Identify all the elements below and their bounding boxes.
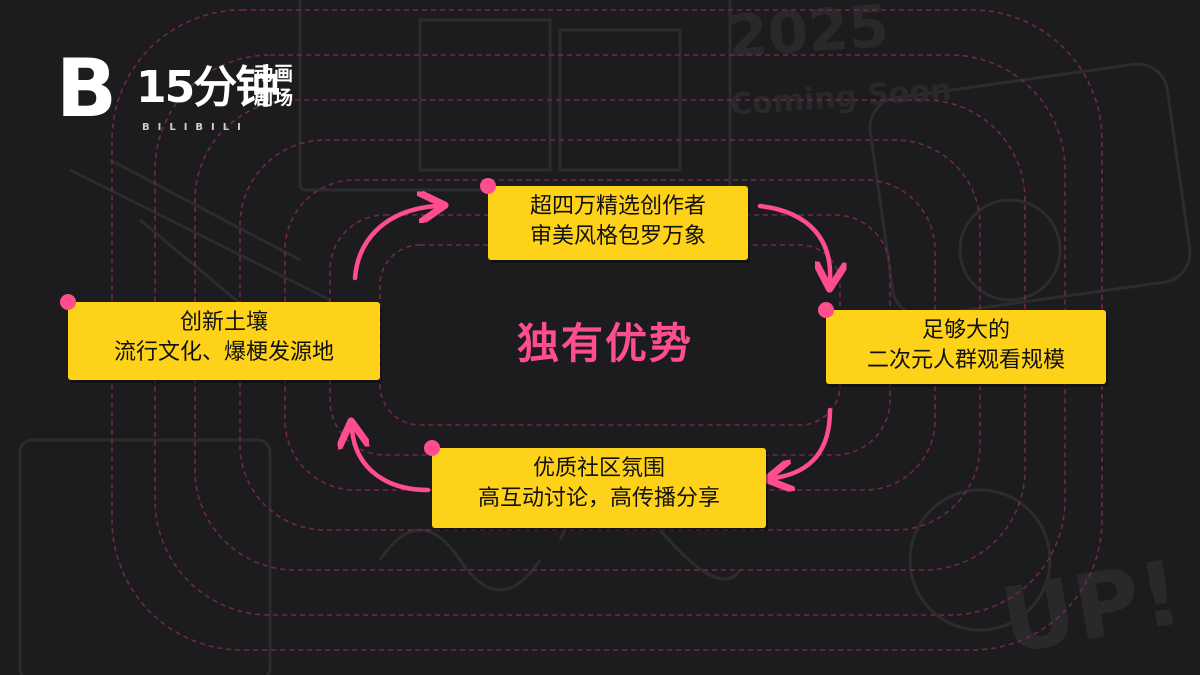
card-right-dot: [818, 302, 834, 318]
center-title: 独有优势: [516, 319, 693, 368]
card-right-line1: 足够大的: [921, 318, 1010, 343]
card-bottom: 优质社区氛围 高互动讨论，高传播分享: [424, 440, 766, 528]
logo-b-mark: B: [56, 42, 117, 135]
logo-english-text: BILIBILI: [142, 122, 249, 133]
card-right: 足够大的 二次元人群观看规模: [818, 302, 1106, 384]
card-left-line1: 创新土壤: [179, 310, 268, 335]
card-left-line2: 流行文化、爆梗发源地: [113, 340, 334, 365]
card-top-line2: 审美风格包罗万象: [529, 224, 706, 249]
logo-main-text: 15分钟: [136, 62, 279, 113]
arrow-right-to-bottom: [775, 407, 833, 478]
card-right-line2: 二次元人群观看规模: [866, 348, 1065, 373]
logo: B 15分钟 动画 剧场 BILIBILI: [56, 42, 316, 140]
arrow-bottom-to-left: [352, 430, 431, 493]
card-top: 超四万精选创作者 审美风格包罗万象: [480, 178, 748, 260]
logo-sub-text: 动画 剧场: [254, 62, 314, 110]
card-left-dot: [60, 294, 76, 310]
logo-sub-line1: 动画: [254, 63, 295, 85]
card-bottom-line1: 优质社区氛围: [532, 456, 665, 481]
logo-sub-line2: 剧场: [254, 87, 295, 109]
arrow-left-to-top: [352, 206, 436, 281]
bg-year-text: 2025: [725, 0, 891, 71]
arrow-top-to-right: [757, 203, 830, 280]
card-left: 创新土壤 流行文化、爆梗发源地: [60, 294, 380, 380]
card-top-line1: 超四万精选创作者: [529, 194, 706, 219]
card-top-dot: [480, 178, 496, 194]
card-bottom-dot: [424, 440, 440, 456]
card-bottom-line2: 高互动讨论，高传播分享: [477, 486, 720, 511]
